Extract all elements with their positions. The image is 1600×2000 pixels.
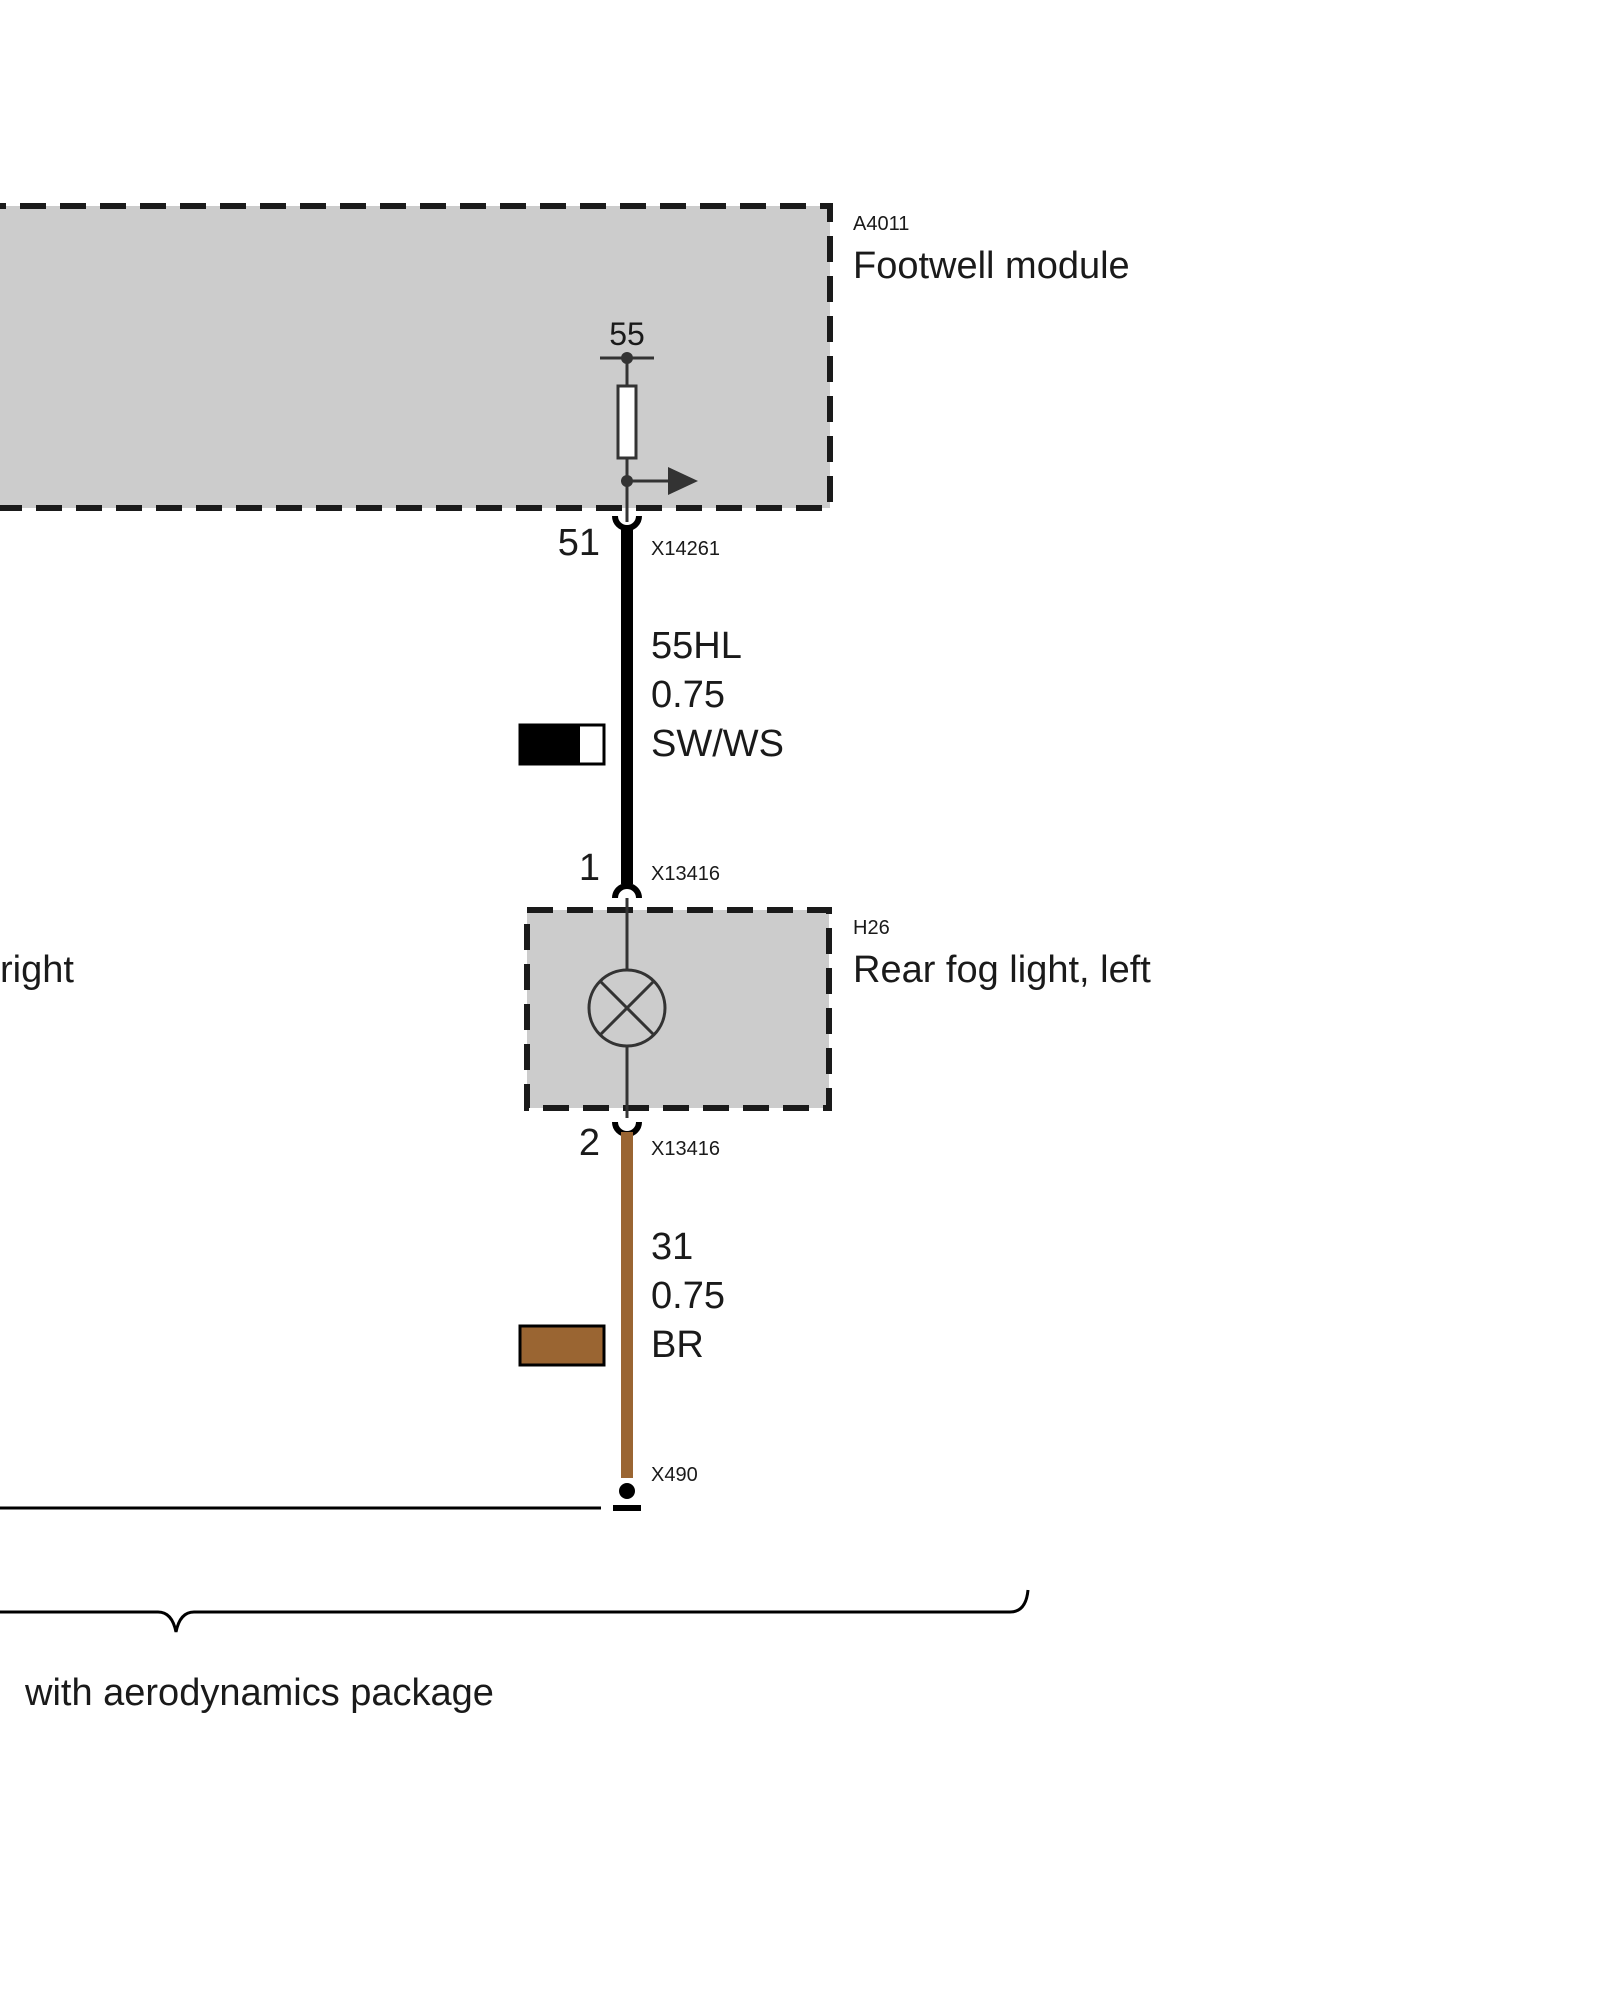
module-code: A4011 xyxy=(853,213,909,235)
connector-x13416-out-code: X13416 xyxy=(651,1138,720,1160)
ground-point-dot xyxy=(619,1483,635,1499)
terminal-55-label: 55 xyxy=(609,316,645,352)
connector-x14261-pin: 51 xyxy=(558,522,600,564)
ground-wire-section: 0.75 xyxy=(651,1275,725,1317)
lamp-code: H26 xyxy=(853,917,890,939)
signal-wire-circuit: 55HL xyxy=(651,625,742,667)
neighbor-component-label: right xyxy=(0,949,74,991)
resistor-symbol xyxy=(616,384,638,460)
footwell-module-box xyxy=(0,203,833,511)
ground-point-code: X490 xyxy=(651,1464,698,1486)
module-name: Footwell module xyxy=(853,245,1130,287)
ground-wire-color: BR xyxy=(651,1324,704,1366)
lamp-name: Rear fog light, left xyxy=(853,949,1151,991)
module-internal-circuit xyxy=(600,352,698,506)
signal-wire-color: SW/WS xyxy=(651,723,784,765)
ground-wire-color-swatch xyxy=(518,1324,606,1367)
connector-x13416-out-pin: 2 xyxy=(579,1122,600,1164)
signal-wire-color-swatch xyxy=(518,723,606,766)
connector-x13416-in-pin: 1 xyxy=(579,847,600,889)
signal-wire-section: 0.75 xyxy=(651,674,725,716)
option-note: with aerodynamics package xyxy=(24,1672,494,1714)
connector-x14261-code: X14261 xyxy=(651,538,720,560)
ground-wire-circuit: 31 xyxy=(651,1226,693,1268)
option-brace xyxy=(0,1589,1030,1633)
connector-x13416-in-code: X13416 xyxy=(651,863,720,885)
rear-fog-light-box xyxy=(524,907,832,1111)
connector-x13416-in-symbol xyxy=(612,883,642,899)
output-arrow-icon xyxy=(668,467,698,495)
